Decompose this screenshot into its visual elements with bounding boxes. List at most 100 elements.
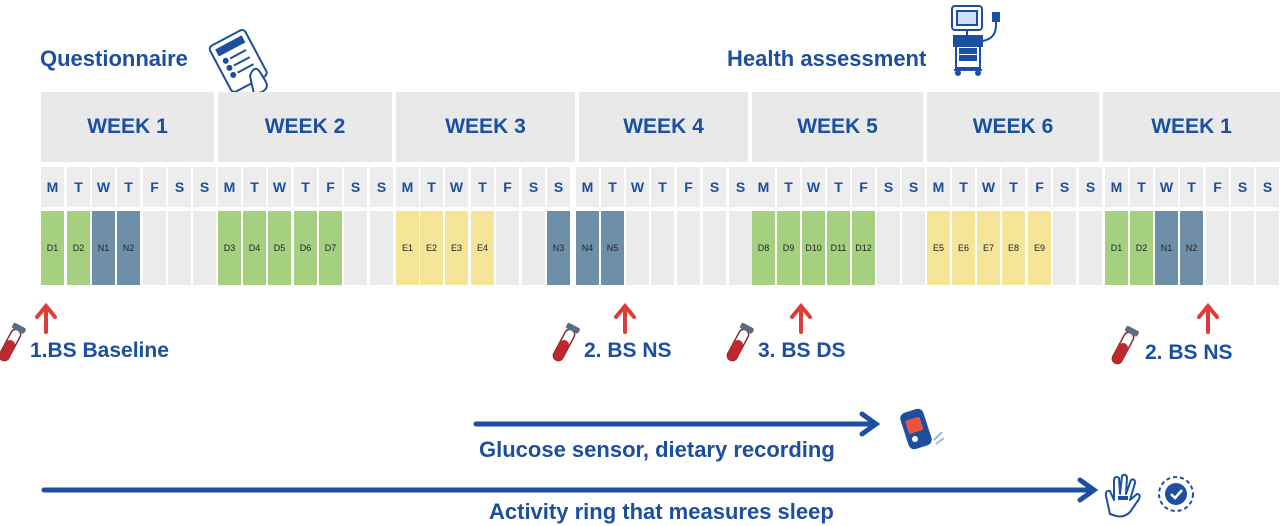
day-letter: S	[522, 167, 545, 207]
activity-period-arrow	[41, 477, 1099, 503]
sleep-clock-icon	[1158, 476, 1194, 512]
shift-cell: E1	[396, 211, 419, 285]
activity-ring-icon	[1104, 473, 1141, 518]
arrow-up-icon	[35, 302, 57, 334]
day-letter: T	[243, 167, 266, 207]
off-day-cell	[703, 211, 726, 285]
shift-cell: E6	[952, 211, 975, 285]
off-day-cell	[496, 211, 519, 285]
day-letter: F	[677, 167, 700, 207]
glucose-sensor-icon	[900, 408, 945, 450]
off-day-cell	[143, 211, 166, 285]
shift-cell: D1	[41, 211, 64, 285]
day-letter: T	[827, 167, 850, 207]
day-letter: T	[651, 167, 674, 207]
day-letter: W	[1155, 167, 1178, 207]
day-letter: M	[1105, 167, 1128, 207]
shift-cell: E7	[977, 211, 1000, 285]
shift-cell: N5	[601, 211, 624, 285]
day-letter: S	[168, 167, 191, 207]
day-letter: M	[396, 167, 419, 207]
day-letter: M	[218, 167, 241, 207]
day-letter: S	[1079, 167, 1102, 207]
shift-cell: E2	[420, 211, 443, 285]
shift-cell: N2	[1180, 211, 1203, 285]
off-day-cell	[877, 211, 900, 285]
day-letter: T	[1180, 167, 1203, 207]
shift-cell: D2	[1130, 211, 1153, 285]
shift-cell: E3	[445, 211, 468, 285]
shift-cell: D6	[294, 211, 317, 285]
day-letter: W	[445, 167, 468, 207]
off-day-cell	[1206, 211, 1229, 285]
day-letter: T	[1130, 167, 1153, 207]
day-letter: T	[471, 167, 494, 207]
day-letter: T	[1002, 167, 1025, 207]
day-letter: T	[777, 167, 800, 207]
day-letter: M	[752, 167, 775, 207]
health-assessment-label: Health assessment	[727, 46, 927, 71]
shift-cell: D10	[802, 211, 825, 285]
off-day-cell	[168, 211, 191, 285]
blood-tube-icon	[0, 323, 26, 362]
glucose-period-label: Glucose sensor, dietary recording	[479, 437, 835, 462]
day-letter: S	[902, 167, 925, 207]
day-letter: S	[547, 167, 570, 207]
blood-tube-icon	[726, 323, 754, 362]
day-letter: T	[294, 167, 317, 207]
bs-label: 1.BS Baseline	[30, 339, 169, 362]
shift-cell: D8	[752, 211, 775, 285]
day-letter: S	[344, 167, 367, 207]
day-letter: F	[1028, 167, 1051, 207]
questionnaire-label: Questionnaire	[40, 46, 188, 71]
day-letter: W	[977, 167, 1000, 207]
day-letter: S	[1231, 167, 1254, 207]
shift-cell: D9	[777, 211, 800, 285]
shift-cell: N2	[117, 211, 140, 285]
off-day-cell	[1079, 211, 1102, 285]
week-header: WEEK 5	[752, 92, 923, 162]
glucose-period-arrow	[473, 411, 881, 437]
bs-label: 3. BS DS	[758, 339, 846, 362]
shift-cell: N3	[547, 211, 570, 285]
shift-cell: E5	[927, 211, 950, 285]
arrow-up-icon	[790, 302, 812, 334]
shift-cell: D12	[852, 211, 875, 285]
shift-cell: D4	[243, 211, 266, 285]
week-header: WEEK 4	[579, 92, 748, 162]
week-header: WEEK 3	[396, 92, 575, 162]
shift-cell: D3	[218, 211, 241, 285]
day-letter: M	[41, 167, 64, 207]
shift-cell: D1	[1105, 211, 1128, 285]
bs-label: 2. BS NS	[584, 339, 672, 362]
shift-cell: D5	[268, 211, 291, 285]
shift-cell: E8	[1002, 211, 1025, 285]
questionnaire-tablet-icon	[208, 29, 268, 96]
off-day-cell	[1053, 211, 1076, 285]
shift-cell: N1	[1155, 211, 1178, 285]
bs-label: 2. BS NS	[1145, 341, 1233, 364]
day-letter: W	[626, 167, 649, 207]
week-header: WEEK 2	[218, 92, 392, 162]
off-day-cell	[902, 211, 925, 285]
day-letter: S	[703, 167, 726, 207]
day-letter: S	[193, 167, 216, 207]
off-day-cell	[677, 211, 700, 285]
day-letter: W	[268, 167, 291, 207]
off-day-cell	[651, 211, 674, 285]
day-letter: F	[852, 167, 875, 207]
off-day-cell	[344, 211, 367, 285]
shift-cell: D2	[67, 211, 90, 285]
week-header: WEEK 1	[1103, 92, 1280, 162]
arrow-up-icon	[1197, 302, 1219, 334]
day-letter: T	[601, 167, 624, 207]
shift-cell: D11	[827, 211, 850, 285]
off-day-cell	[522, 211, 545, 285]
off-day-cell	[1256, 211, 1279, 285]
shift-cell: N1	[92, 211, 115, 285]
activity-period-label: Activity ring that measures sleep	[489, 499, 834, 524]
day-letter: W	[802, 167, 825, 207]
shift-cell: E9	[1028, 211, 1051, 285]
blood-tube-icon	[1111, 326, 1139, 365]
